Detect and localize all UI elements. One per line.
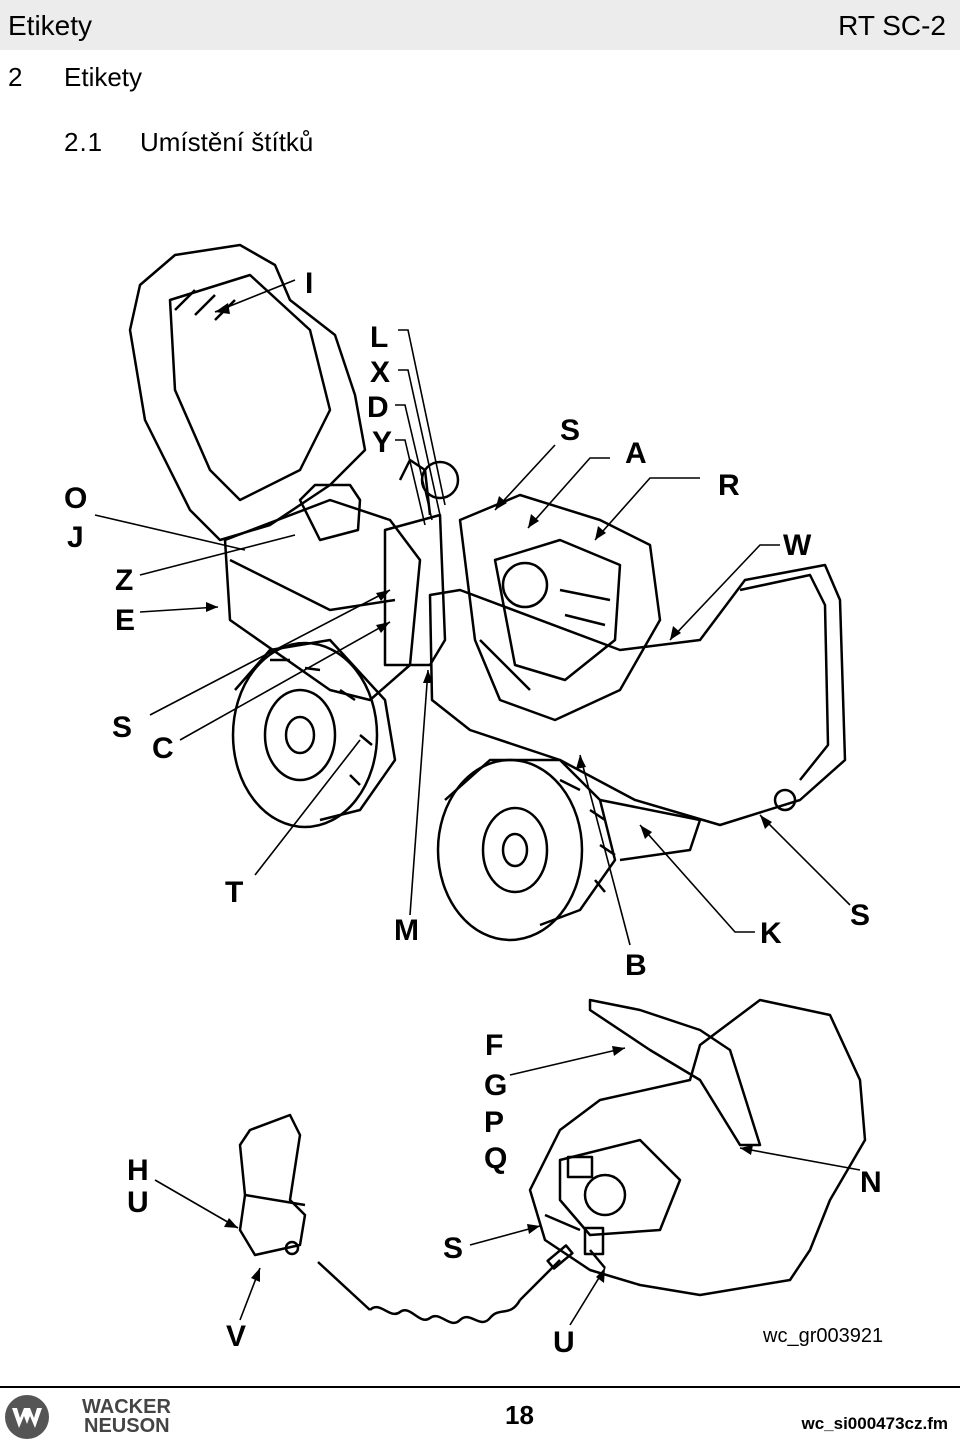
callout-u-left: U xyxy=(127,1186,149,1219)
callout-v: V xyxy=(226,1320,246,1353)
machine-drawing xyxy=(128,243,867,1325)
callout-w: W xyxy=(783,529,812,562)
figure-id: wc_gr003921 xyxy=(763,1325,884,1347)
leader-arrowheads xyxy=(206,303,772,1283)
callout-i: I xyxy=(305,267,313,300)
callout-s-top: S xyxy=(560,414,580,447)
subsection-title: Umístění štítků xyxy=(140,127,314,157)
callout-c: C xyxy=(152,732,174,765)
section-number: 2 xyxy=(8,62,23,92)
footer-rule xyxy=(0,1386,960,1388)
document-id: wc_si000473cz.fm xyxy=(801,1414,949,1433)
logo-line-1: WACKER xyxy=(82,1396,171,1418)
section-title: Etikety xyxy=(64,62,143,92)
logo-line-2: NEUSON xyxy=(84,1415,170,1437)
callout-o: O xyxy=(64,482,87,515)
callout-y: Y xyxy=(372,426,392,459)
callout-e: E xyxy=(115,604,135,637)
callout-d: D xyxy=(367,391,389,424)
callout-h: H xyxy=(127,1154,149,1187)
header-title-right: RT SC-2 xyxy=(838,10,946,41)
leader-lines xyxy=(94,279,861,1326)
logo-wordmark: WACKER NEUSON xyxy=(82,1396,171,1437)
callout-t: T xyxy=(225,876,243,909)
header-title-left: Etikety xyxy=(8,10,93,41)
callout-r: R xyxy=(718,469,740,502)
wacker-neuson-logo-icon xyxy=(4,1394,50,1445)
callout-x: X xyxy=(370,356,390,389)
callout-j: J xyxy=(67,521,84,554)
callout-b: B xyxy=(625,949,647,982)
subsection-number: 2.1 xyxy=(64,127,104,157)
callout-p: P xyxy=(484,1106,504,1139)
callout-s-right: S xyxy=(850,899,870,932)
header-bar xyxy=(0,0,960,50)
callout-u-bottom: U xyxy=(553,1326,575,1359)
callout-f: F xyxy=(485,1029,503,1062)
callout-m: M xyxy=(394,914,419,947)
callout-z: Z xyxy=(115,564,133,597)
callout-q: Q xyxy=(484,1142,507,1175)
callout-s-left: S xyxy=(112,711,132,744)
callout-a: A xyxy=(625,437,647,470)
callout-l: L xyxy=(370,321,388,354)
callout-s-bottom: S xyxy=(443,1232,463,1265)
callout-k: K xyxy=(760,917,782,950)
callout-n: N xyxy=(860,1166,882,1199)
callout-g: G xyxy=(484,1069,507,1102)
callout-labels: I L X D Y S A R W O J Z E S C T M B K S … xyxy=(64,267,882,1359)
page-number: 18 xyxy=(505,1400,534,1430)
